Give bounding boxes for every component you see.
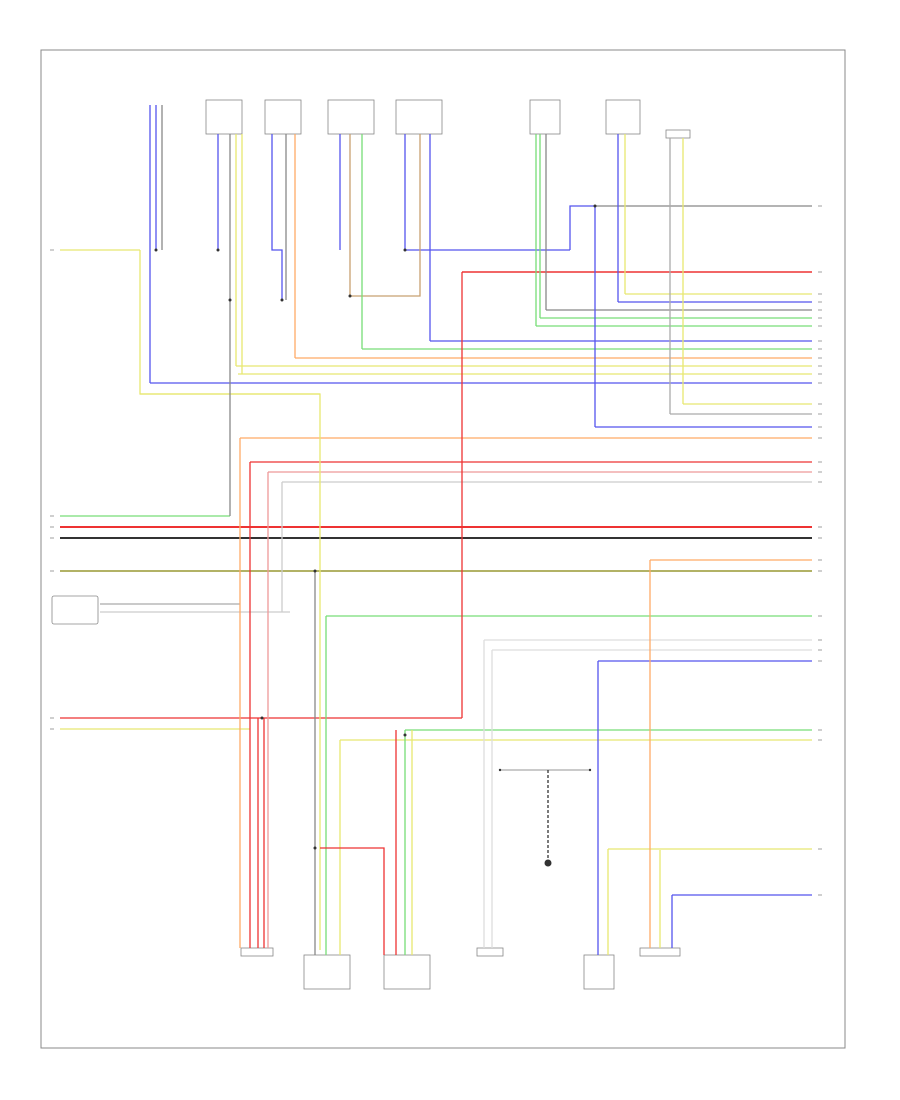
bottom-components: [51, 595, 681, 990]
horizontal-wires: [60, 205, 812, 896]
component-box: [264, 99, 302, 135]
component-box: [383, 954, 431, 990]
diagram-frame: [40, 49, 846, 1049]
left-terminals: [50, 249, 54, 730]
component-box: [205, 99, 243, 135]
wire: [569, 205, 596, 427]
component-box: [605, 99, 641, 135]
wire: [320, 847, 385, 955]
component-box: [529, 99, 561, 135]
component-box: [303, 954, 351, 990]
wire: [271, 134, 283, 300]
splice-points: [154, 204, 597, 850]
wire: [349, 134, 421, 297]
component-box: [395, 99, 443, 135]
right-terminals: [818, 205, 822, 896]
vertical-wires: [139, 105, 684, 955]
top-components: [205, 99, 691, 139]
component-box: [476, 947, 504, 957]
component-box: [583, 954, 615, 990]
ground-symbol: [544, 859, 552, 867]
component-box: [665, 129, 691, 139]
sensor-box: [51, 595, 99, 625]
component-box: [639, 947, 681, 957]
component-box: [327, 99, 375, 135]
component-box: [240, 947, 274, 957]
